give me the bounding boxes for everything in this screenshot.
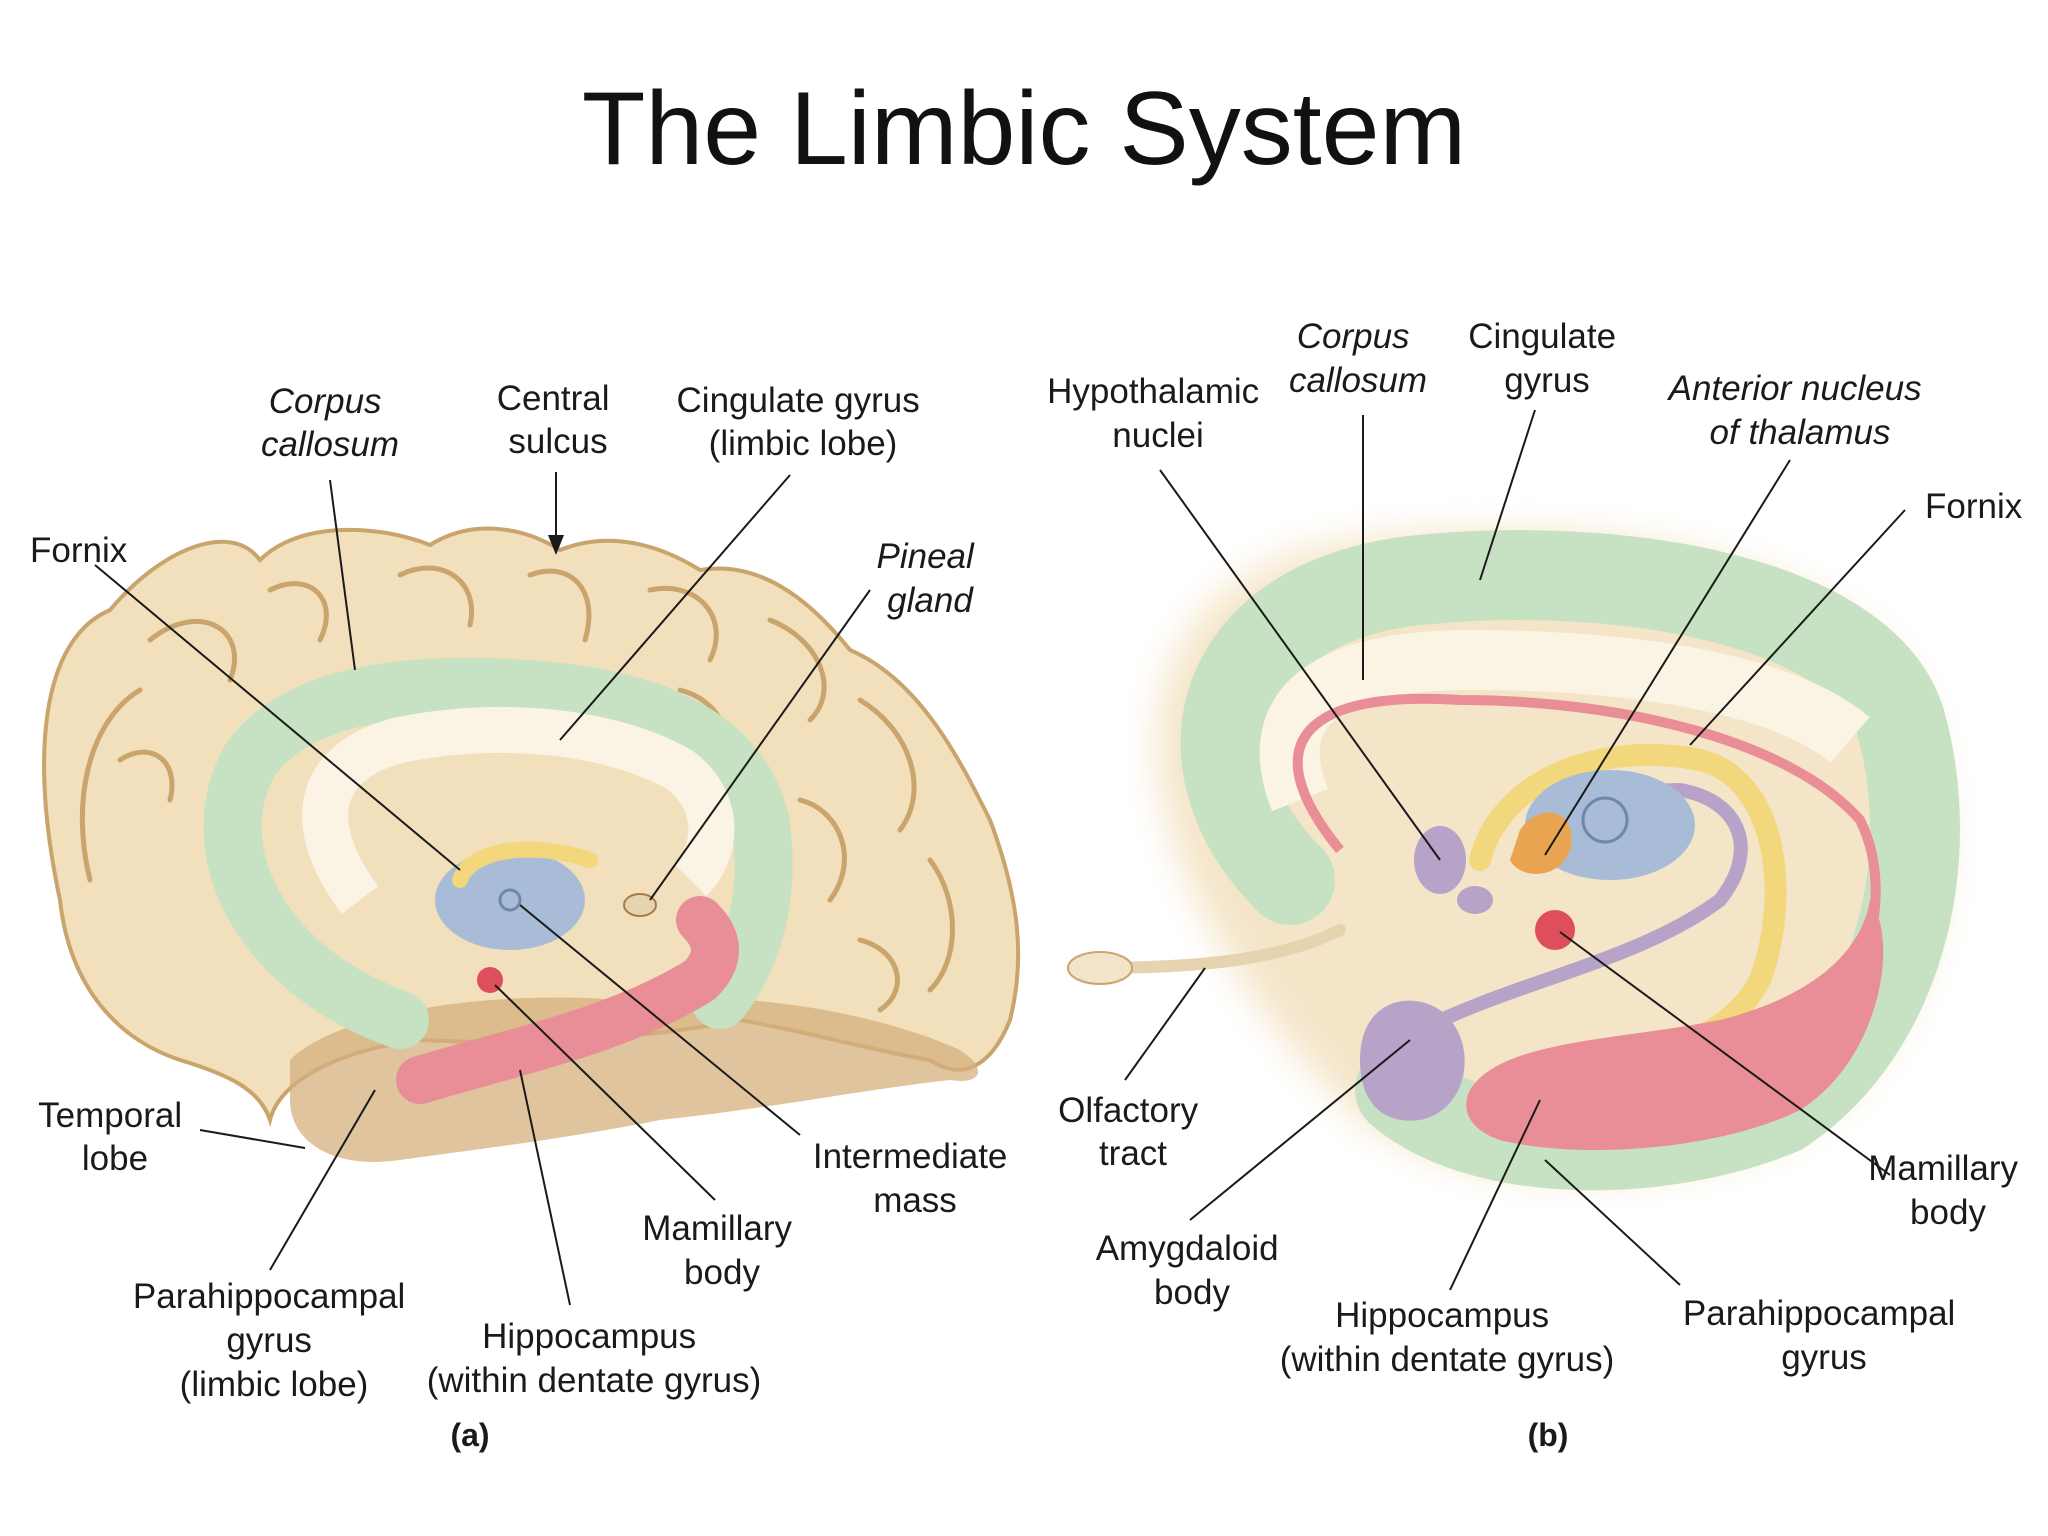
hippocampus-b bbox=[1466, 900, 1884, 1150]
label-b-parahippocampal-gyrus: Parahippocampal gyrus bbox=[1683, 1294, 1965, 1377]
amygdala-b bbox=[1360, 1000, 1465, 1121]
slide-title: The Limbic System bbox=[581, 71, 1467, 187]
anterior-nucleus-b bbox=[1510, 812, 1572, 874]
pineal-gland-a bbox=[623, 893, 657, 917]
leader-lines bbox=[94, 409, 1906, 1306]
label-b-cingulate-gyrus: Cingulate gyrus bbox=[1468, 317, 1626, 400]
label-b-olfactory-tract: Olfactory tract bbox=[1058, 1091, 1208, 1173]
panel-b-letter: (b) bbox=[1528, 1417, 1569, 1453]
label-b-anterior-nucleus: Anterior nucleus of thalamus bbox=[1667, 369, 1932, 452]
corpus-callosum-arch-a bbox=[302, 707, 735, 914]
panel-a-labels: Corpus callosum Central sulcus Cingulate… bbox=[30, 379, 1017, 1453]
label-b-corpus-callosum: Corpus callosum bbox=[1289, 317, 1427, 400]
label-a-hippocampus: Hippocampus (within dentate gyrus) bbox=[427, 1317, 762, 1400]
label-a-pineal-gland: Pineal gland bbox=[876, 537, 983, 620]
hippocampus-a bbox=[396, 896, 739, 1104]
panel-b-labels: Corpus callosum Cingulate gyrus Hypothal… bbox=[1047, 317, 2027, 1453]
label-b-hypothalamic-nuclei: Hypothalamic nuclei bbox=[1047, 372, 1269, 455]
panel-a-illustration bbox=[42, 526, 1021, 1162]
label-a-corpus-callosum: Corpus callosum bbox=[261, 382, 399, 464]
corpus-callosum-arch-b bbox=[1259, 629, 1870, 812]
label-a-cingulate-gyrus: Cingulate gyrus (limbic lobe) bbox=[677, 381, 930, 463]
label-a-mamillary-body: Mamillary body bbox=[642, 1209, 801, 1292]
mamillary-body-b bbox=[1535, 910, 1575, 950]
label-b-amygdaloid-body: Amygdaloid body bbox=[1096, 1229, 1289, 1312]
thalamus-a bbox=[435, 850, 585, 950]
panel-a-letter: (a) bbox=[450, 1417, 489, 1453]
label-a-temporal-lobe: Temporal lobe bbox=[38, 1096, 192, 1178]
panel-b-illustration bbox=[1067, 530, 1960, 1191]
fornix-a bbox=[452, 841, 598, 888]
cingulate-band-a bbox=[203, 657, 793, 1049]
temporal-lobe-shape bbox=[290, 997, 979, 1162]
label-a-parahippocampal-gyrus: Parahippocampal gyrus (limbic lobe) bbox=[133, 1277, 415, 1404]
label-a-central-sulcus: Central sulcus bbox=[497, 379, 620, 461]
label-b-hippocampus: Hippocampus (within dentate gyrus) bbox=[1280, 1296, 1615, 1379]
label-a-intermediate-mass: Intermediate mass bbox=[813, 1137, 1017, 1220]
label-b-fornix: Fornix bbox=[1925, 487, 2023, 526]
label-a-fornix: Fornix bbox=[30, 531, 128, 570]
label-b-mamillary-body: Mamillary body bbox=[1868, 1149, 2027, 1232]
